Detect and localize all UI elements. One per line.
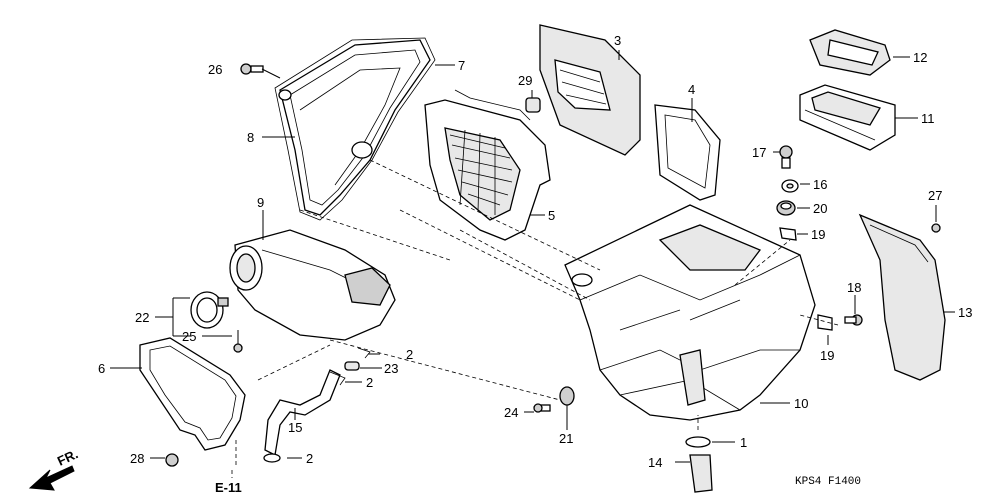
callout-24: 24 [504,405,518,420]
leader-lines [110,50,955,463]
callout-15: 15 [288,420,302,435]
callout-28: 28 [130,451,144,466]
callout-6: 6 [98,361,105,376]
callout-11: 11 [921,111,935,126]
part-9-connecting-tube [229,229,396,341]
part-28-nut [165,453,179,467]
assembly-guide-lines [235,159,839,465]
part-20-grommet [776,200,796,216]
callout-7: 7 [458,58,465,73]
front-label: FR. [55,446,80,468]
callout-13: 13 [958,305,972,320]
callout-27: 27 [928,188,942,203]
part-25-screw [233,330,243,353]
callout-23: 23 [384,361,398,376]
part-13-side-cover [858,213,946,381]
part-2-clip-a [357,347,371,359]
part-23-plug [344,361,360,371]
part-15-drain-tube [264,369,341,456]
part-11-duct [799,84,896,151]
callout-21: 21 [559,431,573,446]
part-7-gasket [274,37,436,221]
part-26-bolt [240,63,264,75]
part-24-bolt [533,403,551,413]
diagram-code: KPS4 F1400 [795,476,861,488]
callout-3: 3 [614,33,621,48]
callout-2-upper: 2 [406,347,413,362]
reference-e11: E-11 [215,470,242,495]
callout-2-bottom: 2 [306,451,313,466]
part-27-screw [931,223,941,233]
part-19-nut-b [817,314,833,331]
callout-12: 12 [913,50,927,65]
part-29-grommet [525,97,541,113]
part-4-element-seal [654,104,721,201]
callout-14: 14 [648,455,662,470]
part-6-gasket [139,337,246,451]
part-14-drain-plug [689,454,713,493]
callout-25: 25 [182,329,196,344]
part-19-nut-a [779,227,797,241]
part-1-clip [685,436,711,448]
part-2-clip-b [329,371,346,386]
part-18-bolt [844,314,863,326]
part-2-clip-c [263,453,281,463]
callout-8: 8 [247,130,254,145]
part-21-collar [559,386,575,406]
part-8-air-cleaner-cover [278,39,431,216]
part-12-cover [809,29,891,76]
callout-22: 22 [135,310,149,325]
part-17-bolt [779,145,793,169]
front-arrow: FR. [28,446,80,491]
reference-label: E-11 [215,480,242,495]
callout-29: 29 [518,73,532,88]
callout-19-lower: 19 [820,348,834,363]
callout-2-mid: 2 [366,375,373,390]
callout-18: 18 [847,280,861,295]
callout-26: 26 [208,62,222,77]
part-16-collar [781,179,799,193]
callout-16: 16 [813,177,827,192]
callout-9: 9 [257,195,264,210]
callout-10: 10 [794,396,808,411]
callout-1: 1 [740,435,747,450]
callout-20: 20 [813,201,827,216]
callout-5: 5 [548,208,555,223]
callout-17: 17 [752,145,766,160]
callout-19-upper: 19 [811,227,825,242]
part-3-air-element [539,24,641,156]
callout-4: 4 [688,82,695,97]
part-5-element-holder [424,89,551,241]
callout-labels: 26 7 8 29 3 4 5 12 11 17 16 20 19 27 13 … [98,33,972,470]
part-10-air-cleaner-case [564,204,816,421]
part-22-band [190,291,229,329]
